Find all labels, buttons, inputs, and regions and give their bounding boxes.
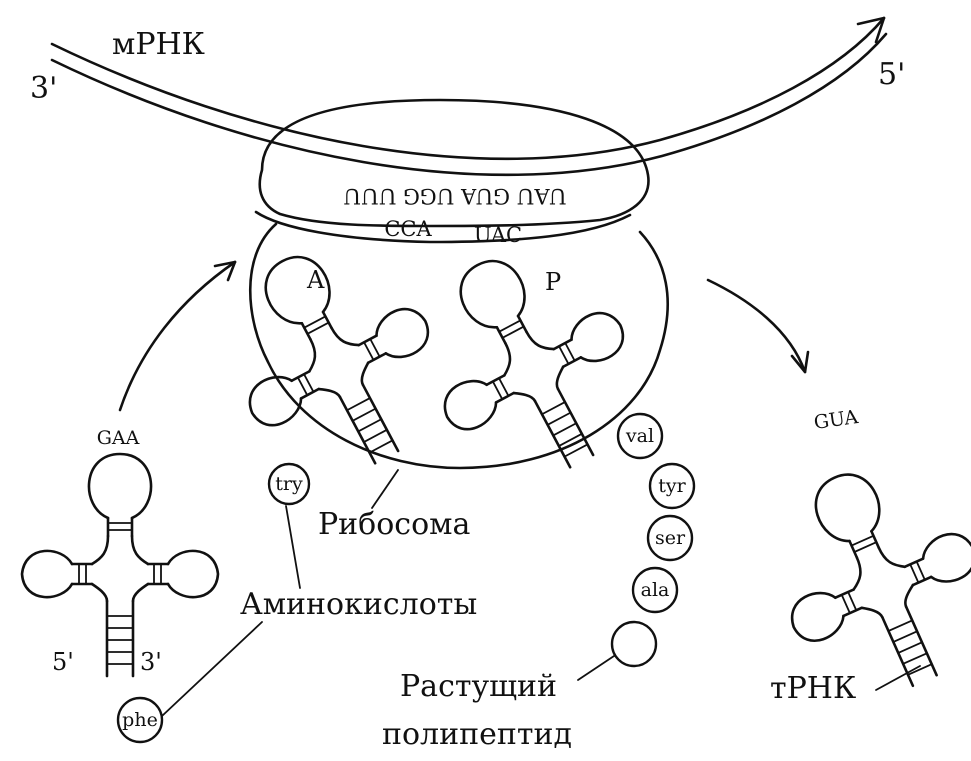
mrna-label: мРНК [112, 27, 205, 62]
amino-acid-tyr: tyr [650, 464, 694, 508]
svg-text:val: val [625, 425, 654, 447]
trna-p-site [391, 219, 668, 507]
svg-text:ala: ala [641, 579, 670, 601]
amino-acid-try: try [269, 464, 309, 504]
trna-label: тРНК [770, 671, 856, 706]
amino-acid-ala: ala [633, 568, 677, 612]
amino-acids-leader-b [162, 622, 262, 716]
amino-acid-val: val [618, 414, 662, 458]
amino-acid-empty [612, 622, 656, 666]
ribosome-label: Рибосома [318, 507, 471, 542]
svg-text:ser: ser [655, 527, 686, 549]
site-a-label: A [306, 266, 325, 294]
ribosome-leader [372, 470, 398, 508]
trna-a-site [196, 215, 473, 503]
amino-acids-leader-a [286, 506, 300, 588]
amino-acids-label: Аминокислоты [240, 587, 477, 622]
incoming-arrow [120, 262, 235, 410]
svg-text:phe: phe [122, 709, 158, 731]
polypeptide-chain: val tyr ser ala [612, 414, 694, 666]
polypeptide-leader [578, 656, 614, 680]
svg-text:tyr: tyr [658, 475, 686, 497]
mrna-codons: UAU GUA UGG UUU [343, 184, 566, 208]
incoming-3prime: 3' [140, 648, 162, 676]
svg-text:try: try [275, 473, 303, 495]
outgoing-anticodon: GUA [813, 406, 860, 434]
mrna-5prime-label: 5' [878, 57, 905, 92]
incoming-5prime: 5' [52, 648, 74, 676]
amino-acid-ser: ser [648, 516, 692, 560]
mrna-3prime-label: 3' [30, 71, 57, 106]
anticodon-p-site: UAC [474, 223, 522, 247]
site-p-label: P [545, 268, 561, 296]
release-arrow [708, 280, 808, 372]
incoming-anticodon: GAA [97, 427, 140, 449]
amino-acid-phe: phe [118, 698, 162, 742]
trna-incoming [22, 454, 218, 676]
anticodon-a-site: CCA [384, 217, 432, 241]
growing-polypeptide-label-2: полипептид [382, 717, 572, 752]
growing-polypeptide-label-1: Растущий [400, 669, 557, 704]
